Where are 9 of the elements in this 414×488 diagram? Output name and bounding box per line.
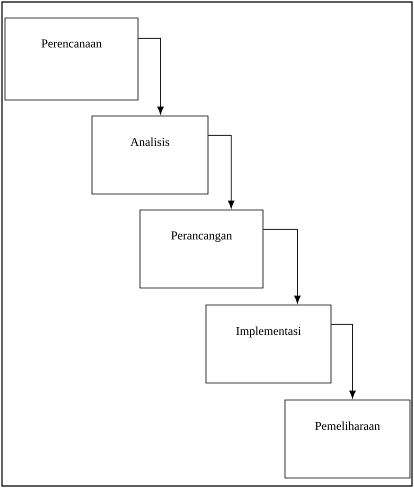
arrow	[208, 134, 234, 208]
arrow	[263, 228, 301, 304]
arrow	[138, 38, 164, 114]
arrow	[331, 324, 356, 398]
process-box: Analisis	[92, 116, 208, 194]
process-box: Perencanaan	[4, 18, 138, 100]
process-box: Implementasi	[206, 304, 332, 384]
process-box: Pemeliharaan	[284, 400, 410, 478]
process-box: Perancangan	[140, 210, 264, 288]
